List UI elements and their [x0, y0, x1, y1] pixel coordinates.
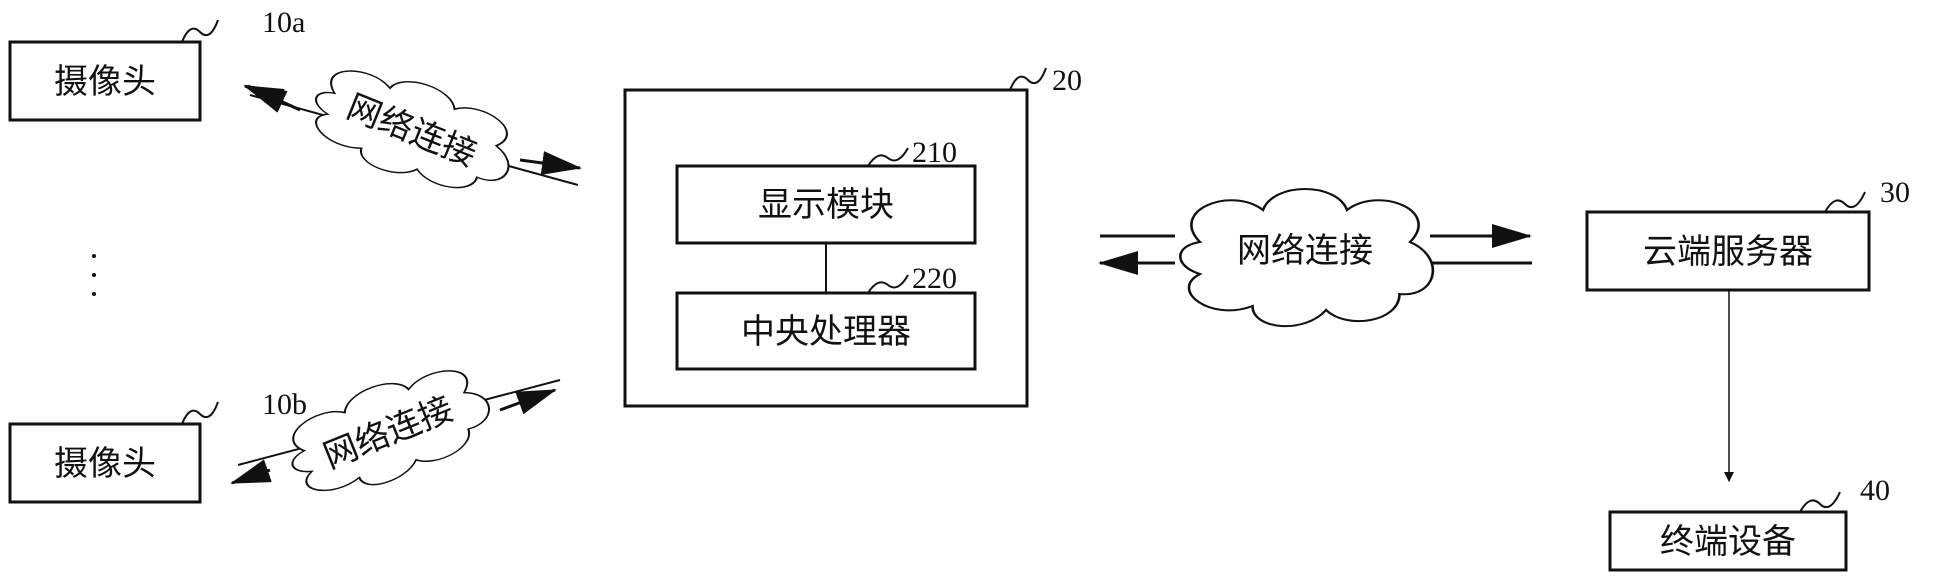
leader-line — [1824, 191, 1866, 213]
cpu-ref: 220 — [912, 262, 957, 295]
terminal-label: 终端设备 — [1660, 522, 1796, 562]
cpu-label: 中央处理器 — [741, 312, 911, 352]
terminal-device: 终端设备 40 — [1608, 474, 1890, 572]
device-20: 20 显示模块 210 中央处理器 220 — [623, 64, 1082, 408]
camera-b-label: 摄像头 — [54, 444, 156, 484]
cpu-box — [675, 291, 977, 371]
leader-line — [867, 274, 909, 294]
camera-b: 摄像头 10b — [8, 388, 307, 504]
leader-line — [181, 19, 219, 43]
camera-b-ref: 10b — [262, 388, 307, 421]
display-module-ref: 210 — [912, 136, 957, 169]
camera-a: 摄像头 10a — [8, 6, 305, 122]
leader-line — [1009, 67, 1047, 91]
cloud-server-ref: 30 — [1880, 176, 1910, 209]
display-module-box — [675, 164, 977, 245]
cloud-server-label: 云端服务器 — [1643, 232, 1813, 272]
ellipsis-dots — [92, 254, 96, 296]
leader-line — [867, 147, 909, 167]
terminal-ref: 40 — [1860, 474, 1890, 507]
leader-line — [181, 401, 219, 425]
network-upper: 网络连接 — [243, 52, 582, 208]
network-lower: 网络连接 — [230, 350, 561, 512]
camera-a-ref: 10a — [262, 6, 305, 39]
network-middle-label: 网络连接 — [1237, 231, 1373, 271]
camera-a-label: 摄像头 — [54, 62, 156, 102]
cloud-server: 云端服务器 30 — [1585, 176, 1910, 292]
leader-line — [1799, 491, 1841, 513]
device-ref: 20 — [1052, 64, 1082, 97]
display-module-label: 显示模块 — [758, 185, 894, 225]
network-middle: 网络连接 — [1098, 187, 1532, 328]
